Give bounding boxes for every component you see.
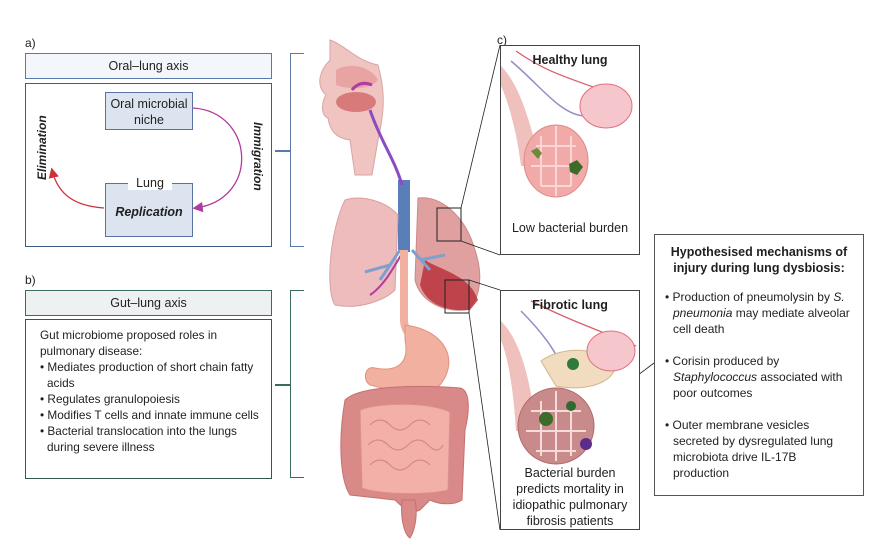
fibrotic-lung-caption: Bacterial burden predicts mortality in i… xyxy=(512,466,628,528)
gut-roles-list: Mediates production of short chain fatty… xyxy=(40,359,265,455)
small-intestine xyxy=(359,403,451,494)
gut-roles-intro: Gut microbiome proposed roles in pulmona… xyxy=(40,328,218,358)
mechanism-text: associated with poor outcomes xyxy=(673,370,843,400)
mechanism-text: may mediate alveolar cell death xyxy=(673,306,850,336)
gut-lung-axis-box xyxy=(25,319,272,479)
healthy-alveoli-illustration xyxy=(501,50,633,198)
fibrotic-alveoli-illustration xyxy=(501,300,637,465)
oral-microbial-niche-node: Oral microbial niche xyxy=(105,92,193,130)
gut-axis-bracket xyxy=(290,290,304,478)
immigration-arrow xyxy=(192,107,243,213)
gut-lung-axis-header: Gut–lung axis xyxy=(25,290,272,316)
gut-role-item: Bacterial translocation into the lungs d… xyxy=(40,423,265,455)
healthy-lung-title: Healthy lung xyxy=(532,53,608,67)
mechanism-text: Corisin produced by xyxy=(672,354,780,368)
stomach xyxy=(364,324,450,394)
oral-axis-connector xyxy=(275,150,290,152)
mechanism-item: Outer membrane vesicles secreted by dysr… xyxy=(665,417,853,481)
oral-lung-axis-header: Oral–lung axis xyxy=(25,53,272,79)
lung-node-tag: Lung xyxy=(128,176,172,190)
healthy-lung-panel: Healthy lung Low bacterial burden xyxy=(500,45,640,255)
fibrotic-lung-title: Fibrotic lung xyxy=(532,298,608,312)
mechanism-organism: Staphylococcus xyxy=(673,370,758,384)
panel-b-label: b) xyxy=(25,273,36,287)
gut-axis-connector xyxy=(275,384,290,386)
mechanisms-title: Hypothesised mechanisms of injury during… xyxy=(670,245,848,275)
mechanism-item: Production of pneumolysin by S. pneumoni… xyxy=(665,289,853,337)
gut-role-item: Regulates granulopoiesis xyxy=(40,391,265,407)
gut-role-item: Mediates production of short chain fatty… xyxy=(40,359,265,391)
trachea xyxy=(398,180,410,252)
healthy-zoom-box xyxy=(436,207,462,242)
head-illustration xyxy=(319,39,384,176)
oral-lung-axis-box xyxy=(25,83,272,247)
capillary-cluster xyxy=(579,83,633,129)
healthy-lung-caption: Low bacterial burden xyxy=(511,221,629,235)
mechanism-organism: S. pneumonia xyxy=(673,290,845,320)
panel-c-label: c) xyxy=(497,33,507,47)
oral-axis-bracket xyxy=(290,53,304,247)
mechanism-text: Production of pneumolysin by xyxy=(672,290,834,304)
mechanisms-list: Production of pneumolysin by S. pneumoni… xyxy=(665,289,853,481)
gut-roles-text: Gut microbiome proposed roles in pulmona… xyxy=(40,327,265,455)
mechanism-item: Corisin produced by Staphylococcus assoc… xyxy=(665,353,853,401)
lung-node: Lung Replication xyxy=(105,176,193,237)
gut-role-item: Modifies T cells and innate immune cells xyxy=(40,407,265,423)
right-lung xyxy=(329,197,399,307)
rectum xyxy=(401,499,417,539)
mechanism-text: Outer membrane vesicles secreted by dysr… xyxy=(672,418,834,480)
fibrotic-zoom-box xyxy=(444,279,470,314)
panel-a-label: a) xyxy=(25,36,36,50)
replication-label: Replication xyxy=(115,205,183,219)
elimination-arrow xyxy=(48,167,105,209)
mechanisms-box: Hypothesised mechanisms of injury during… xyxy=(654,234,864,496)
fibrotic-lung-panel: Fibrotic lung Bacterial burden predicts … xyxy=(500,290,640,530)
